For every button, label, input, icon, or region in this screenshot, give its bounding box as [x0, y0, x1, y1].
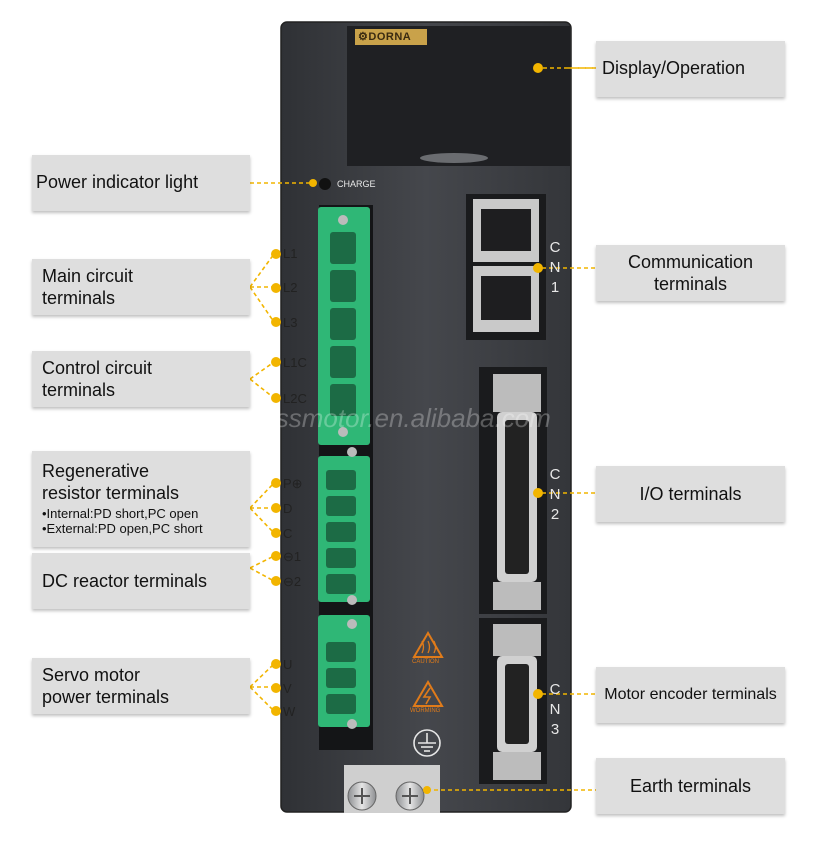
pin-l3: L3	[283, 315, 298, 330]
callout-earth: Earth terminals	[596, 758, 785, 814]
caution-icon	[412, 631, 444, 658]
warning-icon	[412, 680, 444, 707]
brand-plate	[355, 29, 427, 45]
pin-u: U	[283, 657, 293, 672]
brand-logo: ⚙DORNA	[358, 30, 411, 43]
pin-dots	[271, 249, 543, 716]
callout-main-circuit: Main circuit terminals	[32, 259, 250, 315]
pin-n1: ⊖1	[283, 549, 302, 564]
pin-p: P⊕	[283, 476, 303, 491]
pin-v: V	[283, 681, 292, 696]
pin-w: W	[283, 704, 296, 719]
caution-label: CAUTION	[412, 659, 439, 665]
pin-l1: L1	[283, 246, 298, 261]
leader-lines	[249, 63, 598, 794]
logo-mark-icon: ⚙	[358, 31, 369, 43]
callout-power-indicator: Power indicator light	[32, 155, 250, 211]
pin-l2c: L2C	[283, 391, 307, 406]
display-panel	[347, 26, 570, 166]
charge-led	[319, 178, 331, 190]
pin-c: C	[283, 526, 293, 541]
callout-dc-reactor: DC reactor terminals	[32, 553, 250, 609]
watermark: jssmotor.en.alibaba.com	[267, 403, 551, 433]
cn2-label: C N 2	[549, 466, 561, 523]
callout-io: I/O terminals	[596, 466, 785, 522]
cn3-label: C N 3	[549, 681, 561, 738]
warning-label: WORMING	[410, 708, 441, 714]
callout-servo-power: Servo motor power terminals	[32, 658, 250, 714]
pin-l2: L2	[283, 280, 298, 295]
pin-l1c: L1C	[283, 355, 307, 370]
ground-symbol-icon	[413, 729, 441, 757]
callout-encoder: Motor encoder terminals	[596, 667, 785, 723]
callout-display-operation: Display/Operation	[596, 41, 785, 97]
callout-control-circuit: Control circuit terminals	[32, 351, 250, 407]
pin-n2: ⊖2	[283, 574, 302, 589]
callout-communication: Communication terminals	[596, 245, 785, 301]
brand-name: DORNA	[368, 31, 412, 43]
charge-label: CHARGE	[337, 179, 376, 189]
pin-d: D	[283, 501, 293, 516]
callout-regenerative: Regenerative resistor terminals •Interna…	[32, 451, 250, 547]
cn1-label: C N 1	[549, 239, 561, 296]
